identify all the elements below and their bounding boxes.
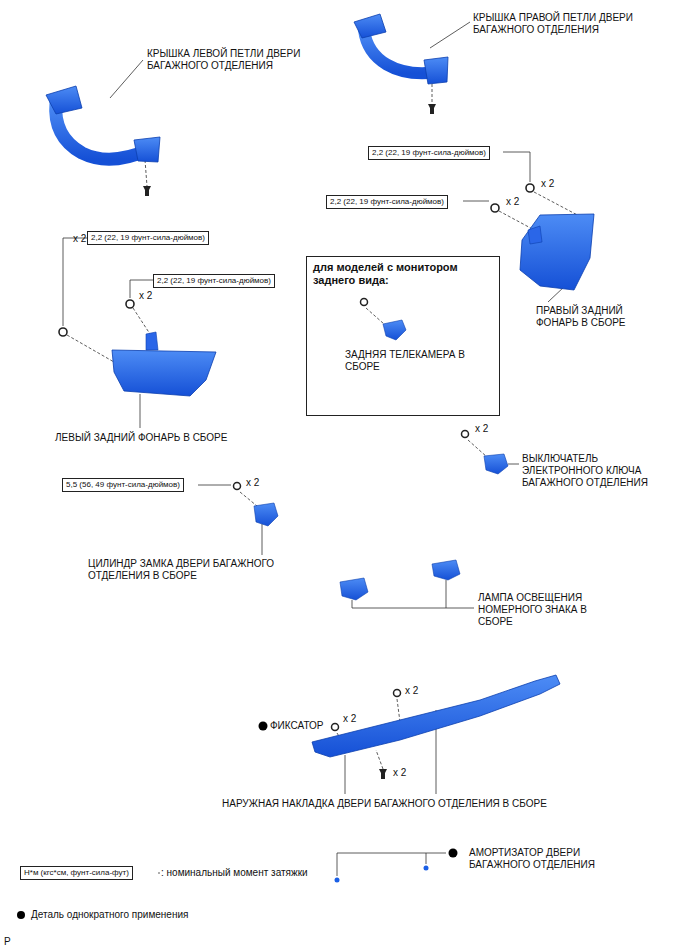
legend-text: Деталь однократного применения [31, 909, 188, 921]
torque-spec-box: 2,2 (22, 19 фунт-сила-дюймов) [368, 146, 490, 160]
quantity-label: x 2 [343, 713, 356, 725]
torque-spec-box: 5,5 (56, 49 фунт-сила-дюймов) [62, 478, 184, 492]
torque-value: 2,2 (22, 19 фунт-сила-дюймов) [330, 197, 444, 207]
part-name-label: АМОРТИЗАТОР ДВЕРИ БАГАЖНОГО ОТДЕЛЕНИЯ [469, 847, 619, 871]
part-name-label: ВЫКЛЮЧАТЕЛЬ ЭЛЕКТРОННОГО КЛЮЧА БАГАЖНОГО… [522, 453, 672, 489]
part-name-label: ФИКСАТОР [270, 720, 324, 732]
torque-value: Н*м (кгс*см, фунт-сила-фут) [24, 868, 129, 878]
legend-description: : номинальный момент затяжки [161, 867, 308, 879]
quantity-label: x 2 [506, 196, 519, 208]
quantity-label: x 2 [139, 290, 152, 302]
part-name-label: ЗАДНЯЯ ТЕЛЕКАМЕРА В СБОРЕ [345, 349, 470, 373]
torque-value: 2,2 (22, 19 фунт-сила-дюймов) [157, 276, 271, 286]
part-name-label: КРЫШКА ЛЕВОЙ ПЕТЛИ ДВЕРИ БАГАЖНОГО ОТДЕЛ… [147, 48, 332, 72]
part-name-label: ЛЕВЫЙ ЗАДНИЙ ФОНАРЬ В СБОРЕ [55, 432, 227, 444]
part-name-label: НАРУЖНАЯ НАКЛАДКА ДВЕРИ БАГАЖНОГО ОТДЕЛЕ… [222, 798, 547, 810]
part-name-label: ЦИЛИНДР ЗАМКА ДВЕРИ БАГАЖНОГО ОТДЕЛЕНИЯ … [88, 558, 303, 582]
torque-spec-box: 2,2 (22, 19 фунт-сила-дюймов) [87, 231, 209, 245]
page-mark: P [4, 936, 11, 948]
part-name-label: ПРАВЫЙ ЗАДНИЙ ФОНАРЬ В СБОРЕ [536, 305, 641, 329]
variant-heading: для моделей с монитором заднего вида: [313, 261, 493, 287]
quantity-label: x 2 [475, 423, 488, 435]
torque-value: 2,2 (22, 19 фунт-сила-дюймов) [372, 148, 486, 158]
torque-legend-box: Н*м (кгс*см, фунт-сила-фут) [20, 866, 133, 880]
part-name-label: ЛАМПА ОСВЕЩЕНИЯ НОМЕРНОГО ЗНАКА В СБОРЕ [478, 592, 603, 628]
quantity-label: x 2 [73, 233, 86, 245]
torque-value: 2,2 (22, 19 фунт-сила-дюймов) [91, 233, 205, 243]
torque-spec-box: 2,2 (22, 19 фунт-сила-дюймов) [153, 274, 275, 288]
quantity-label: x 2 [541, 178, 554, 190]
torque-value: 5,5 (56, 49 фунт-сила-дюймов) [66, 480, 180, 490]
part-name-label: КРЫШКА ПРАВОЙ ПЕТЛИ ДВЕРИ БАГАЖНОГО ОТДЕ… [473, 12, 658, 36]
variant-group-box: для моделей с монитором заднего вида: ЗАД… [306, 256, 500, 416]
quantity-label: x 2 [405, 685, 418, 697]
quantity-label: x 2 [393, 767, 406, 779]
torque-spec-box: 2,2 (22, 19 фунт-сила-дюймов) [326, 195, 448, 209]
single-use-symbol [17, 911, 25, 919]
quantity-label: x 2 [246, 477, 259, 489]
